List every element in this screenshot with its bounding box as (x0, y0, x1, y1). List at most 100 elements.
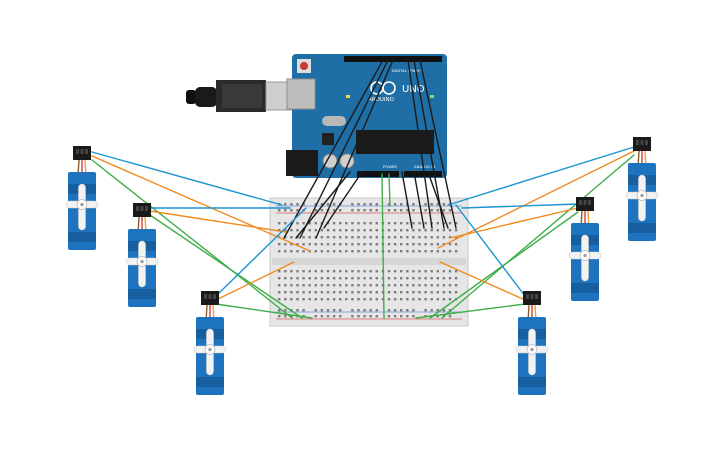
breadboard-hole[interactable] (375, 243, 378, 246)
wire-green-s5[interactable] (429, 211, 579, 319)
breadboard-hole[interactable] (308, 229, 311, 232)
breadboard-hole[interactable] (424, 250, 427, 253)
breadboard-hole[interactable] (406, 250, 409, 253)
breadboard-hole[interactable] (332, 236, 336, 239)
breadboard-hole[interactable] (278, 277, 281, 280)
breadboard-hole[interactable] (332, 209, 336, 212)
breadboard-hole[interactable] (375, 284, 378, 287)
breadboard-hole[interactable] (363, 229, 366, 232)
breadboard-hole[interactable] (278, 291, 281, 294)
breadboard-hole[interactable] (436, 315, 439, 318)
breadboard-hole[interactable] (393, 315, 397, 318)
breadboard-hole[interactable] (369, 209, 372, 212)
breadboard-hole[interactable] (430, 284, 433, 287)
breadboard-hole[interactable] (387, 291, 391, 294)
breadboard-hole[interactable] (442, 250, 446, 253)
breadboard-hole[interactable] (290, 243, 293, 246)
breadboard-hole[interactable] (381, 298, 385, 301)
breadboard-hole[interactable] (357, 250, 360, 253)
breadboard-hole[interactable] (448, 270, 452, 273)
wire-orange-s6[interactable] (439, 261, 526, 301)
breadboard-hole[interactable] (412, 298, 415, 301)
breadboard-hole[interactable] (284, 277, 287, 280)
breadboard-hole[interactable] (448, 222, 452, 225)
breadboard-hole[interactable] (454, 291, 458, 294)
breadboard-hole[interactable] (357, 277, 360, 280)
breadboard-hole[interactable] (351, 250, 354, 253)
wire-black-9[interactable] (427, 171, 449, 229)
breadboard-hole[interactable] (345, 229, 348, 232)
breadboard-hole[interactable] (296, 284, 299, 287)
breadboard-hole[interactable] (320, 277, 324, 280)
breadboard-hole[interactable] (345, 270, 348, 273)
breadboard-hole[interactable] (278, 315, 281, 318)
breadboard-hole[interactable] (442, 229, 446, 232)
breadboard-hole[interactable] (436, 236, 439, 239)
breadboard-hole[interactable] (345, 298, 348, 301)
breadboard-hole[interactable] (393, 243, 397, 246)
breadboard-hole[interactable] (320, 298, 324, 301)
breadboard-hole[interactable] (284, 203, 287, 206)
breadboard-hole[interactable] (412, 284, 415, 287)
breadboard-hole[interactable] (424, 284, 427, 287)
breadboard-hole[interactable] (284, 298, 287, 301)
breadboard-hole[interactable] (412, 291, 415, 294)
breadboard-hole[interactable] (332, 315, 336, 318)
breadboard-hole[interactable] (308, 284, 311, 287)
breadboard-hole[interactable] (430, 229, 433, 232)
breadboard-hole[interactable] (351, 229, 354, 232)
breadboard-hole[interactable] (393, 250, 397, 253)
breadboard-hole[interactable] (393, 222, 397, 225)
breadboard-hole[interactable] (363, 309, 366, 312)
breadboard-hole[interactable] (290, 291, 293, 294)
breadboard-hole[interactable] (290, 298, 293, 301)
breadboard-hole[interactable] (400, 203, 403, 206)
breadboard-hole[interactable] (314, 222, 317, 225)
breadboard-hole[interactable] (314, 309, 317, 312)
breadboard-hole[interactable] (400, 250, 403, 253)
breadboard-hole[interactable] (393, 298, 397, 301)
breadboard-hole[interactable] (363, 270, 366, 273)
breadboard-hole[interactable] (296, 270, 299, 273)
breadboard-hole[interactable] (296, 309, 299, 312)
breadboard-hole[interactable] (345, 291, 348, 294)
breadboard-hole[interactable] (357, 284, 360, 287)
breadboard-hole[interactable] (302, 298, 305, 301)
breadboard-hole[interactable] (369, 277, 372, 280)
breadboard-hole[interactable] (284, 222, 287, 225)
breadboard-hole[interactable] (430, 209, 433, 212)
breadboard-hole[interactable] (436, 243, 439, 246)
breadboard-hole[interactable] (448, 298, 452, 301)
breadboard-hole[interactable] (339, 243, 342, 246)
breadboard-hole[interactable] (393, 291, 397, 294)
breadboard-hole[interactable] (302, 236, 305, 239)
breadboard-hole[interactable] (314, 298, 317, 301)
breadboard-hole[interactable] (326, 236, 330, 239)
breadboard-hole[interactable] (339, 277, 342, 280)
wire-blue-s5[interactable] (461, 203, 579, 209)
breadboard-hole[interactable] (369, 236, 372, 239)
breadboard-hole[interactable] (387, 229, 391, 232)
breadboard-hole[interactable] (351, 277, 354, 280)
breadboard-hole[interactable] (357, 270, 360, 273)
breadboard-hole[interactable] (326, 270, 330, 273)
breadboard-hole[interactable] (308, 243, 311, 246)
breadboard-hole[interactable] (302, 291, 305, 294)
breadboard-hole[interactable] (393, 203, 397, 206)
breadboard-hole[interactable] (442, 298, 446, 301)
breadboard-hole[interactable] (363, 291, 366, 294)
breadboard-hole[interactable] (339, 298, 342, 301)
breadboard-hole[interactable] (357, 243, 360, 246)
breadboard-hole[interactable] (448, 291, 452, 294)
breadboard-hole[interactable] (442, 222, 446, 225)
wire-green-s4[interactable] (441, 154, 635, 319)
breadboard-hole[interactable] (400, 243, 403, 246)
breadboard-hole[interactable] (393, 236, 397, 239)
breadboard-hole[interactable] (406, 243, 409, 246)
breadboard-hole[interactable] (363, 209, 366, 212)
breadboard-hole[interactable] (314, 209, 317, 212)
breadboard-hole[interactable] (320, 270, 324, 273)
breadboard-hole[interactable] (406, 309, 409, 312)
breadboard-hole[interactable] (387, 236, 391, 239)
breadboard-hole[interactable] (290, 229, 293, 232)
